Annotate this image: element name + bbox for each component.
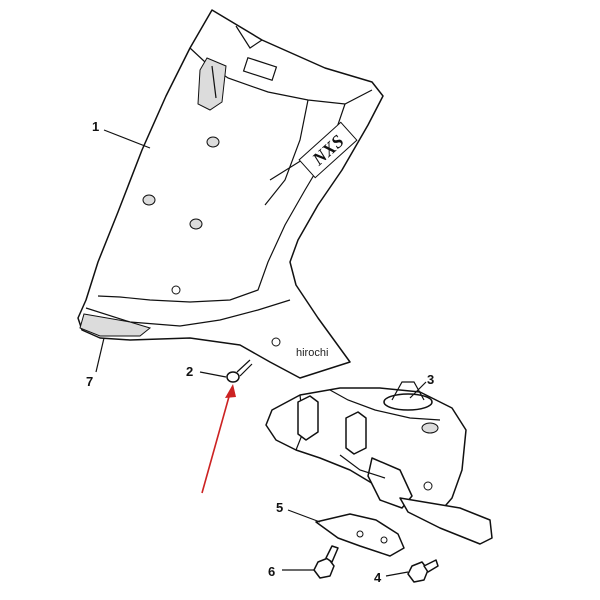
callout-1: 1	[92, 119, 99, 134]
callout-7: 7	[86, 374, 93, 389]
front-cover-part: NXS	[77, 9, 384, 379]
callout-6: 6	[268, 564, 275, 579]
red-indicator-arrow	[201, 384, 236, 494]
callout-5: 5	[276, 500, 283, 515]
screw-part	[226, 359, 253, 383]
callout-4: 4	[374, 570, 382, 585]
watermark-text: hirochi	[296, 347, 328, 359]
callout-3: 3	[427, 372, 434, 387]
plate-part	[315, 513, 405, 557]
callout-2: 2	[186, 364, 193, 379]
bolt-part	[313, 545, 339, 579]
bolt-part-4	[407, 559, 439, 583]
leader-lines	[95, 129, 427, 577]
bracket-housing-part	[265, 381, 493, 545]
